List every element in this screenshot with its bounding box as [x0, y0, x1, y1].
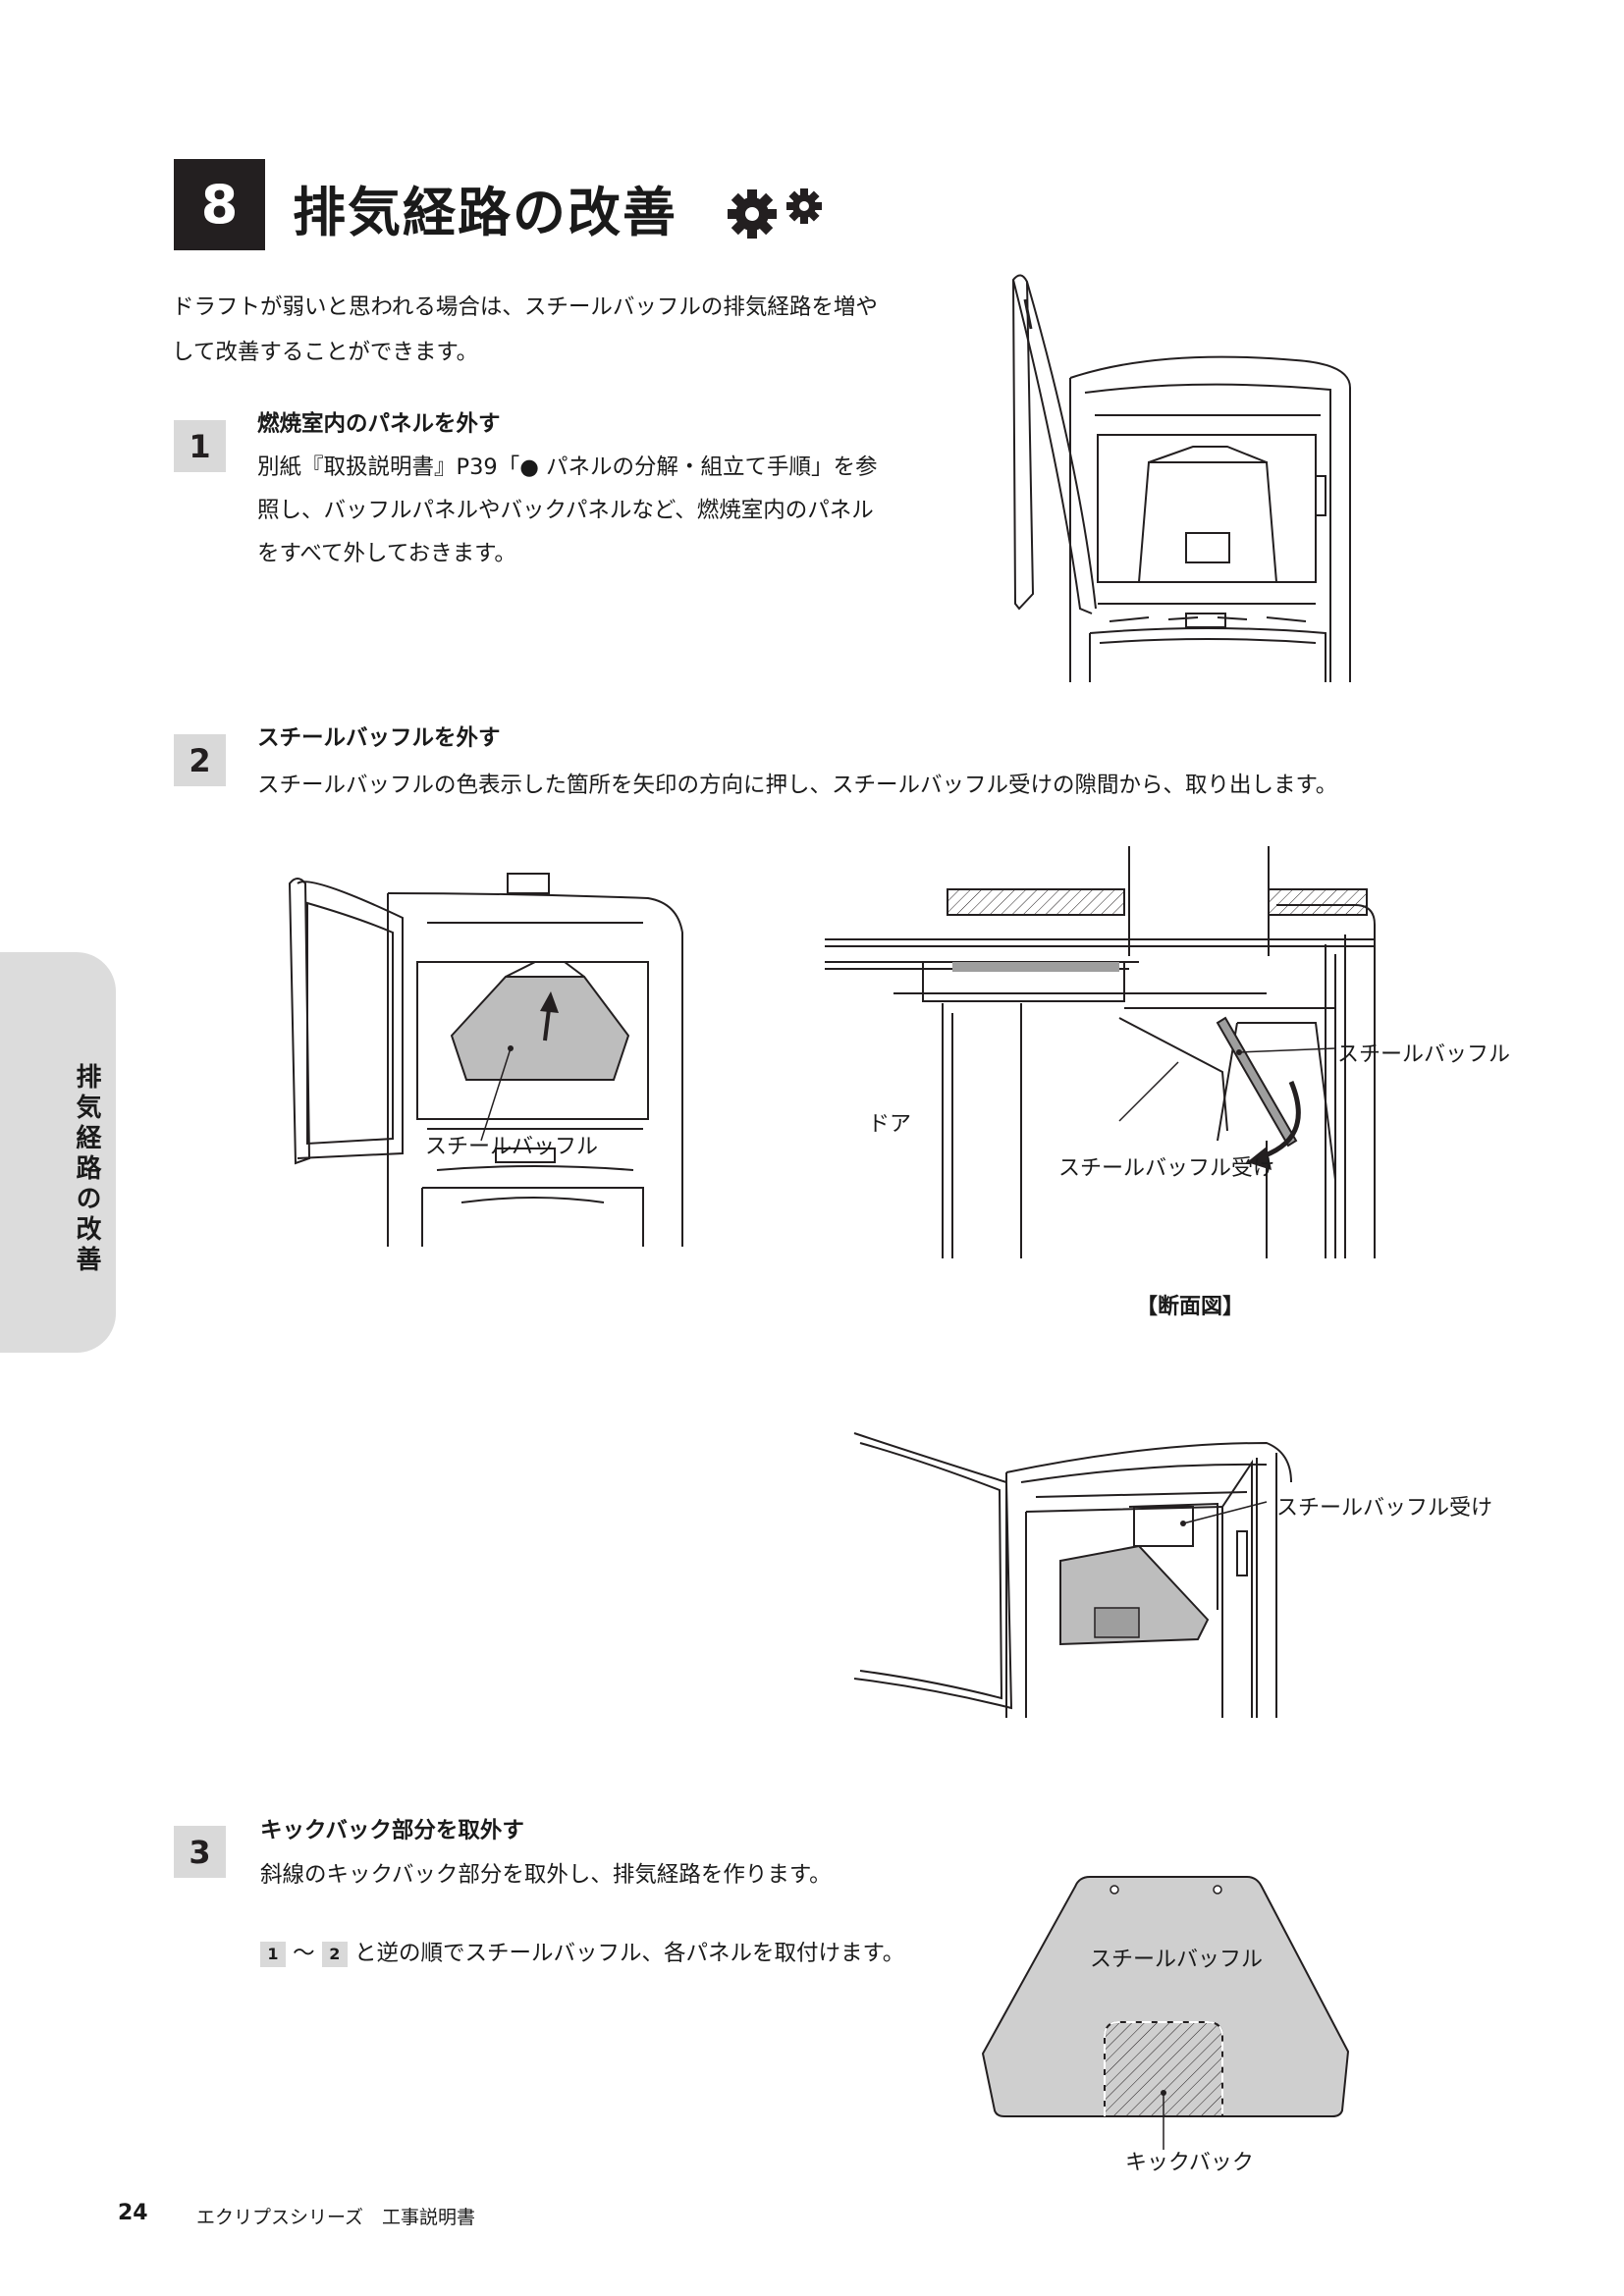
cross-section-caption: 【断面図】	[1136, 1295, 1245, 1319]
intro-text: ドラフトが弱いと思われる場合は、スチールバッフルの排気経路を増やして改善すること…	[172, 294, 878, 365]
fig2a-baffle-label: スチールバッフル	[425, 1135, 599, 1159]
figure-baffle-holder	[853, 1432, 1292, 1718]
cross-section-door-label: ドア	[868, 1112, 912, 1137]
step-3-body: 斜線のキックバック部分を取外し、排気経路を作ります。	[260, 1862, 832, 1888]
step-2-badge: 2	[174, 734, 226, 786]
figure-cross-section	[825, 846, 1376, 1258]
gear-icon	[728, 189, 777, 239]
side-tab-label: 排気経路の改善	[72, 1063, 101, 1276]
fig3-kickback-label: キックバック	[1125, 2151, 1254, 2175]
page-number: 24	[118, 2201, 148, 2225]
fig2c-holder-label: スチールバッフル受け	[1276, 1496, 1493, 1521]
figure-baffle-front	[288, 873, 683, 1247]
cross-section-baffle-label: スチールバッフル	[1337, 1042, 1511, 1067]
cross-section-holder-label: スチールバッフル受け	[1058, 1156, 1275, 1181]
section-title: 排気経路の改善	[293, 182, 677, 243]
step-2-title: スチールバッフルを外す	[257, 725, 501, 751]
step-ref-start-badge: 1	[260, 1941, 286, 1967]
figure-stove-door-open	[1011, 274, 1351, 682]
fig3-baffle-label: スチールバッフル	[1090, 1948, 1264, 1972]
step-3-badge: 3	[174, 1826, 226, 1878]
step-2-body: スチールバッフルの色表示した箇所を矢印の方向に押し、スチールバッフル受けの隙間か…	[257, 773, 1338, 798]
step-ref-sep: ～	[293, 1941, 315, 1966]
step-1-body: 別紙『取扱説明書』P39「● パネルの分解・組立て手順」を参照し、バッフルパネル…	[257, 454, 878, 566]
step-3-title: キックバック部分を取外す	[260, 1818, 524, 1843]
footer-doc-title: エクリプスシリーズ 工事説明書	[196, 2207, 476, 2228]
step-3-note-text: と逆の順でスチールバッフル、各パネルを取付けます。	[353, 1941, 905, 1966]
step-3-note: 1 ～ 2 と逆の順でスチールバッフル、各パネルを取付けます。	[260, 1932, 904, 1975]
gear-icons	[728, 188, 822, 239]
step-1-badge: 1	[174, 420, 226, 472]
figure-baffle-kickback	[981, 1876, 1350, 2150]
step-1-title: 燃焼室内のパネルを外す	[257, 411, 501, 437]
gear-icon	[786, 188, 822, 224]
step-ref-end-badge: 2	[321, 1941, 348, 1967]
side-tab	[0, 952, 116, 1353]
section-number-badge: 8	[174, 159, 265, 250]
